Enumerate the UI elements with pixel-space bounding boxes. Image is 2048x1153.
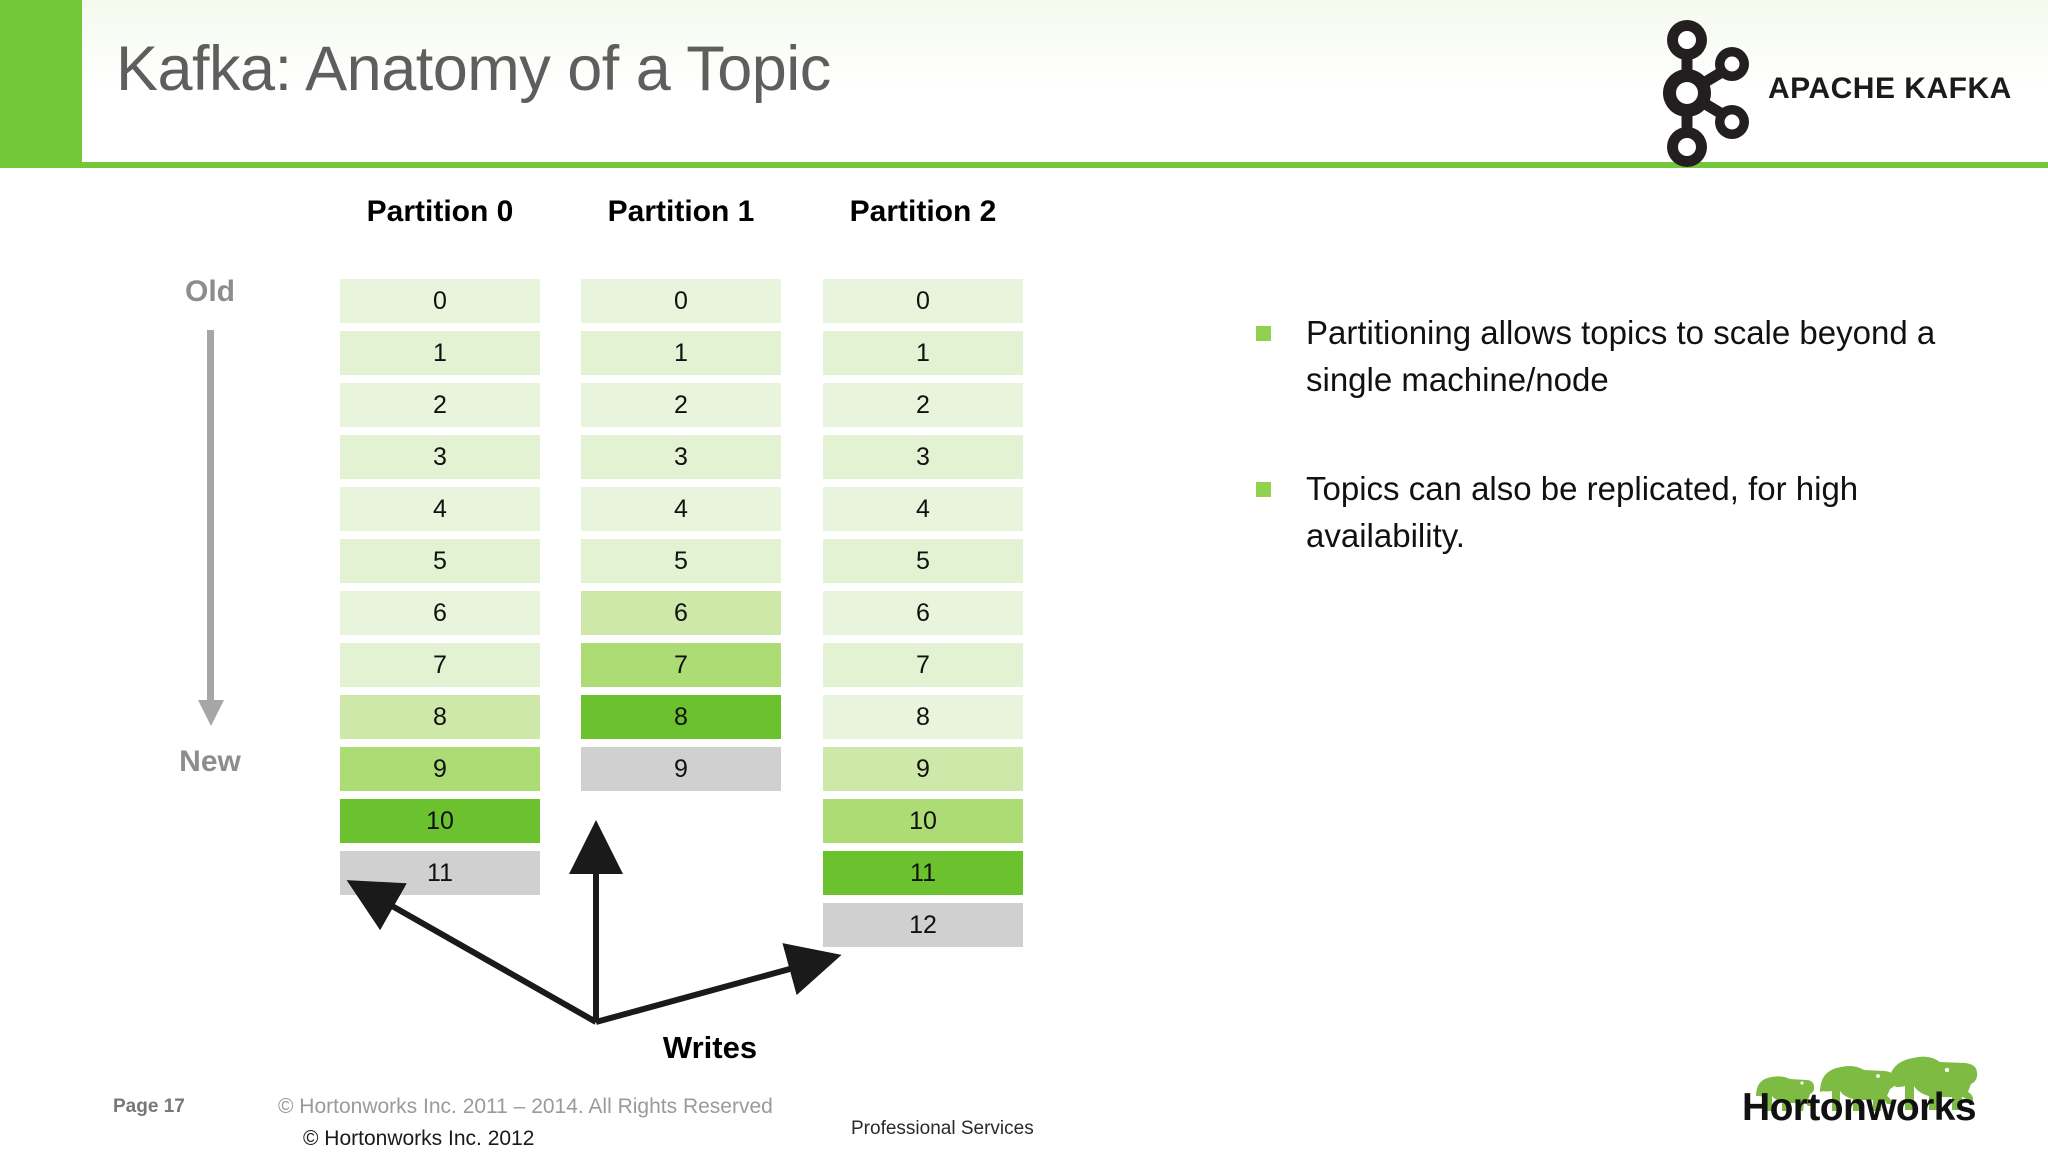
page-number: Page 17 [113,1096,185,1117]
partition-1-offset-cell: 3 [581,435,781,479]
partition-2-offset-cell: 2 [823,383,1023,427]
partition-0-offset-cell: 0 [340,279,540,323]
copyright-primary: © Hortonworks Inc. 2011 – 2014. All Righ… [278,1095,773,1118]
partition-1-offset-cell: 9 [581,747,781,791]
partition-2-offset-cell: 3 [823,435,1023,479]
writes-label: Writes [662,1030,758,1065]
partition-0-offset-cell: 5 [340,539,540,583]
partition-cells-1: 0 1 2 3 4 5 6 7 8 9 [581,279,781,791]
bullet-text-0: Partitioning allows topics to scale beyo… [1306,314,1936,398]
header-panel [82,0,2048,162]
hortonworks-wordmark: Hortonworks [1742,1086,1977,1129]
page-title: Kafka: Anatomy of a Topic [116,34,831,104]
bullet-item-0: Partitioning allows topics to scale beyo… [1248,310,1948,404]
partition-1-offset-cell: 7 [581,643,781,687]
partition-1-offset-cell: 0 [581,279,781,323]
copyright-secondary: © Hortonworks Inc. 2012 [303,1127,535,1150]
partition-header-2: Partition 2 [849,195,997,228]
apache-kafka-wordmark: APACHE KAFKA [1768,72,2012,105]
partition-1-offset-cell: 5 [581,539,781,583]
bullet-text-1: Topics can also be replicated, for high … [1306,469,1859,554]
bullet-item-1: Topics can also be replicated, for high … [1248,466,1948,560]
partition-0-offset-cell: 1 [340,331,540,375]
header-accent-bar [0,0,82,168]
bullet-list: Partitioning allows topics to scale beyo… [1248,310,1948,621]
partition-0-offset-cell: 10 [340,799,540,843]
axis-label-new: New [179,745,241,778]
partition-2-offset-cell: 10 [823,799,1023,843]
partition-2-offset-cell: 1 [823,331,1023,375]
partition-column-1: Partition 1 0 1 2 3 4 5 6 7 8 9 [581,195,781,799]
bullet-square-icon [1256,326,1271,341]
axis-arrow-shaft [207,330,214,700]
partition-2-offset-cell: 7 [823,643,1023,687]
apache-kafka-logo-icon [1654,14,1760,172]
slide-header: Kafka: Anatomy of a Topic [0,0,2048,168]
partition-0-offset-cell: 4 [340,487,540,531]
partition-2-offset-cell: 6 [823,591,1023,635]
partition-2-offset-cell: 11 [823,851,1023,895]
writes-arrows [330,700,1050,1080]
hortonworks-elephants-icon [1742,1038,1982,1130]
partition-2-offset-cell: 9 [823,747,1023,791]
header-underline-rule [82,162,2048,168]
partition-0-offset-cell: 9 [340,747,540,791]
partition-2-offset-cell: 4 [823,487,1023,531]
partition-0-offset-cell: 3 [340,435,540,479]
old-new-axis: Old New [150,275,270,795]
bullet-square-icon [1256,481,1271,497]
partition-1-offset-cell: 4 [581,487,781,531]
partition-1-offset-cell: 8 [581,695,781,739]
partition-1-offset-cell: 1 [581,331,781,375]
axis-label-old: Old [185,275,235,308]
partition-0-offset-cell: 6 [340,591,540,635]
partition-1-offset-cell: 2 [581,383,781,427]
partition-1-offset-cell: 6 [581,591,781,635]
partition-header-0: Partition 0 [366,195,514,228]
axis-arrow-head-icon [198,700,224,726]
partition-2-offset-cell: 0 [823,279,1023,323]
professional-services-note: Professional Services [851,1118,1034,1139]
partition-0-offset-cell: 2 [340,383,540,427]
partition-0-offset-cell: 8 [340,695,540,739]
partition-0-offset-cell: 7 [340,643,540,687]
partition-2-offset-cell: 12 [823,903,1023,947]
partition-2-offset-cell: 8 [823,695,1023,739]
partition-header-1: Partition 1 [607,195,755,228]
partition-2-offset-cell: 5 [823,539,1023,583]
